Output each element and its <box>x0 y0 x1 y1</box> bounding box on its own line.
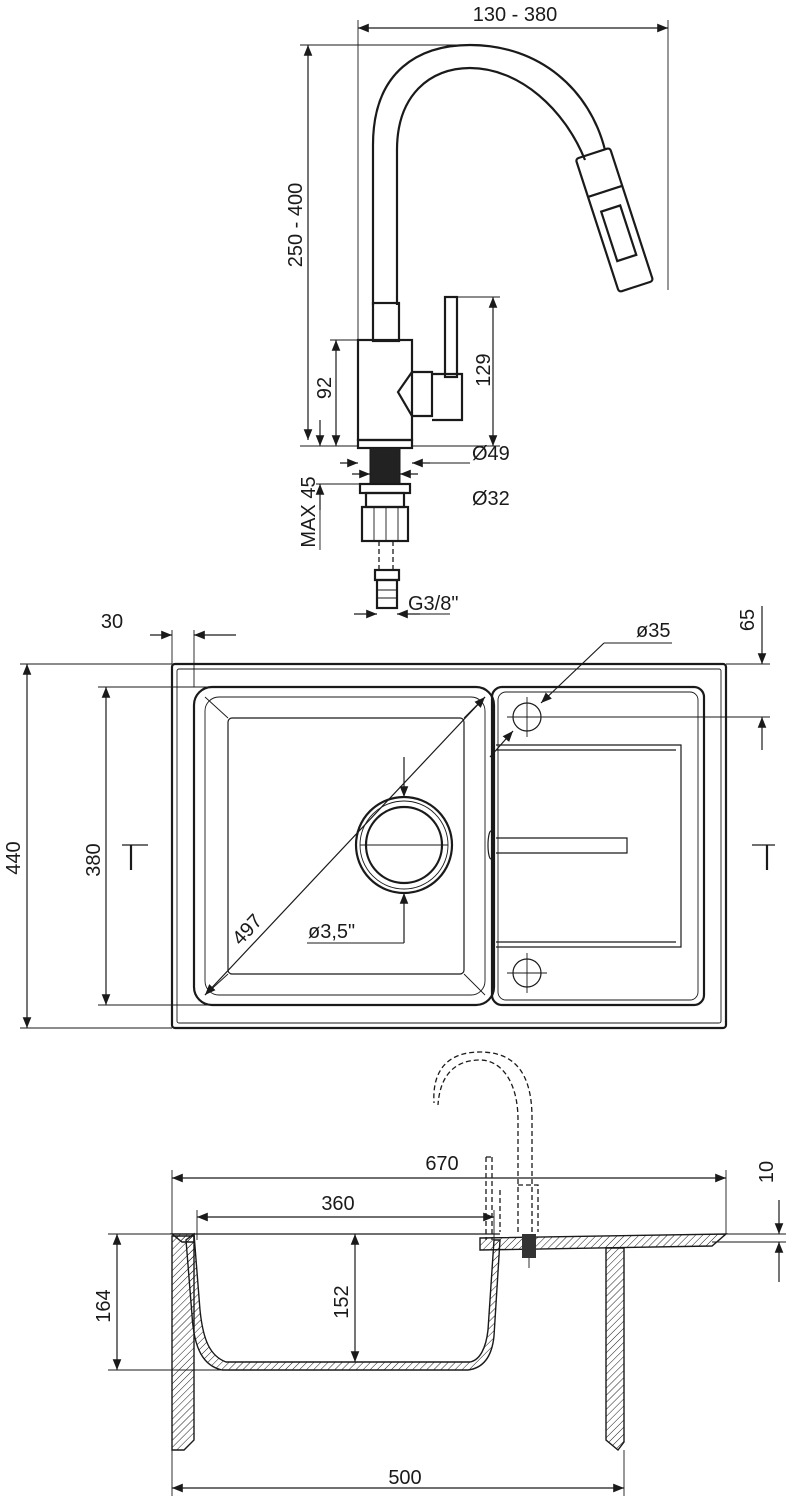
dim-mount-diameter: Ø32 <box>472 488 510 510</box>
countertop-right <box>605 1247 625 1452</box>
dim-rim-thickness: 10 <box>756 1161 778 1183</box>
faucet-spout <box>371 43 607 305</box>
dim-edge-offset: 30 <box>101 611 123 633</box>
section-marker-left <box>122 844 148 870</box>
dim-base-diameter: Ø49 <box>472 443 510 465</box>
mounting-hex-nut <box>360 505 410 543</box>
dim-overall-height: 164 <box>93 1289 115 1322</box>
faucet-base <box>356 438 414 450</box>
section-marker-right <box>752 844 775 870</box>
faucet-view: 130 - 380 250 - 400 92 129 Ø49 Ø32 MAX 4… <box>285 4 669 619</box>
hose-connector <box>375 578 399 610</box>
drainboard-grooves <box>496 744 682 948</box>
dim-tap-hole-diameter: ø35 <box>636 620 670 642</box>
dim-bowl-depth: 380 <box>83 843 105 876</box>
mounting-washer <box>364 491 406 509</box>
tap-hole-marker-bottom <box>507 953 547 993</box>
supply-hoses <box>378 541 394 570</box>
pull-out-spray-head <box>575 147 654 293</box>
dim-connection-thread: G3/8" <box>408 593 458 615</box>
dim-cabinet-width: 500 <box>388 1467 421 1489</box>
faucet-lever-hub <box>396 370 464 422</box>
dim-spout-height: 250 - 400 <box>285 183 307 268</box>
mounting-rod <box>369 447 401 485</box>
dim-body-height: 92 <box>314 377 336 399</box>
tap-mount-section <box>522 1234 536 1258</box>
dim-drain-diameter: ø3,5" <box>308 921 355 943</box>
faucet-silhouette-dashed <box>433 1051 539 1240</box>
faucet-body <box>356 338 414 442</box>
faucet-lever-handle <box>443 295 459 379</box>
faucet-neck <box>371 301 401 343</box>
dim-overall-depth: 440 <box>3 841 25 874</box>
sink-section-view: 670 360 10 164 152 500 <box>93 1051 786 1496</box>
sink-outer-rim <box>170 662 728 1030</box>
dim-spout-reach: 130 - 380 <box>473 4 558 26</box>
dim-bowl-diagonal: 497 <box>228 910 267 949</box>
sink-top-view: 30 440 380 497 ø3,5" ø35 65 <box>3 606 775 1030</box>
dim-lever-height: 129 <box>473 353 495 386</box>
dim-bowl-inner-depth: 152 <box>331 1285 353 1318</box>
hose-fitting <box>373 568 401 582</box>
dim-max-counter-thickness: MAX 45 <box>298 476 320 547</box>
dim-tap-hole-offset: 65 <box>737 609 759 631</box>
dim-overall-width: 670 <box>425 1153 458 1175</box>
mounting-nut <box>358 482 412 495</box>
bowl-section <box>185 1232 501 1371</box>
drainboard-section <box>479 1233 728 1251</box>
drainboard-outline <box>490 685 706 1007</box>
dim-bowl-width: 360 <box>321 1193 354 1215</box>
